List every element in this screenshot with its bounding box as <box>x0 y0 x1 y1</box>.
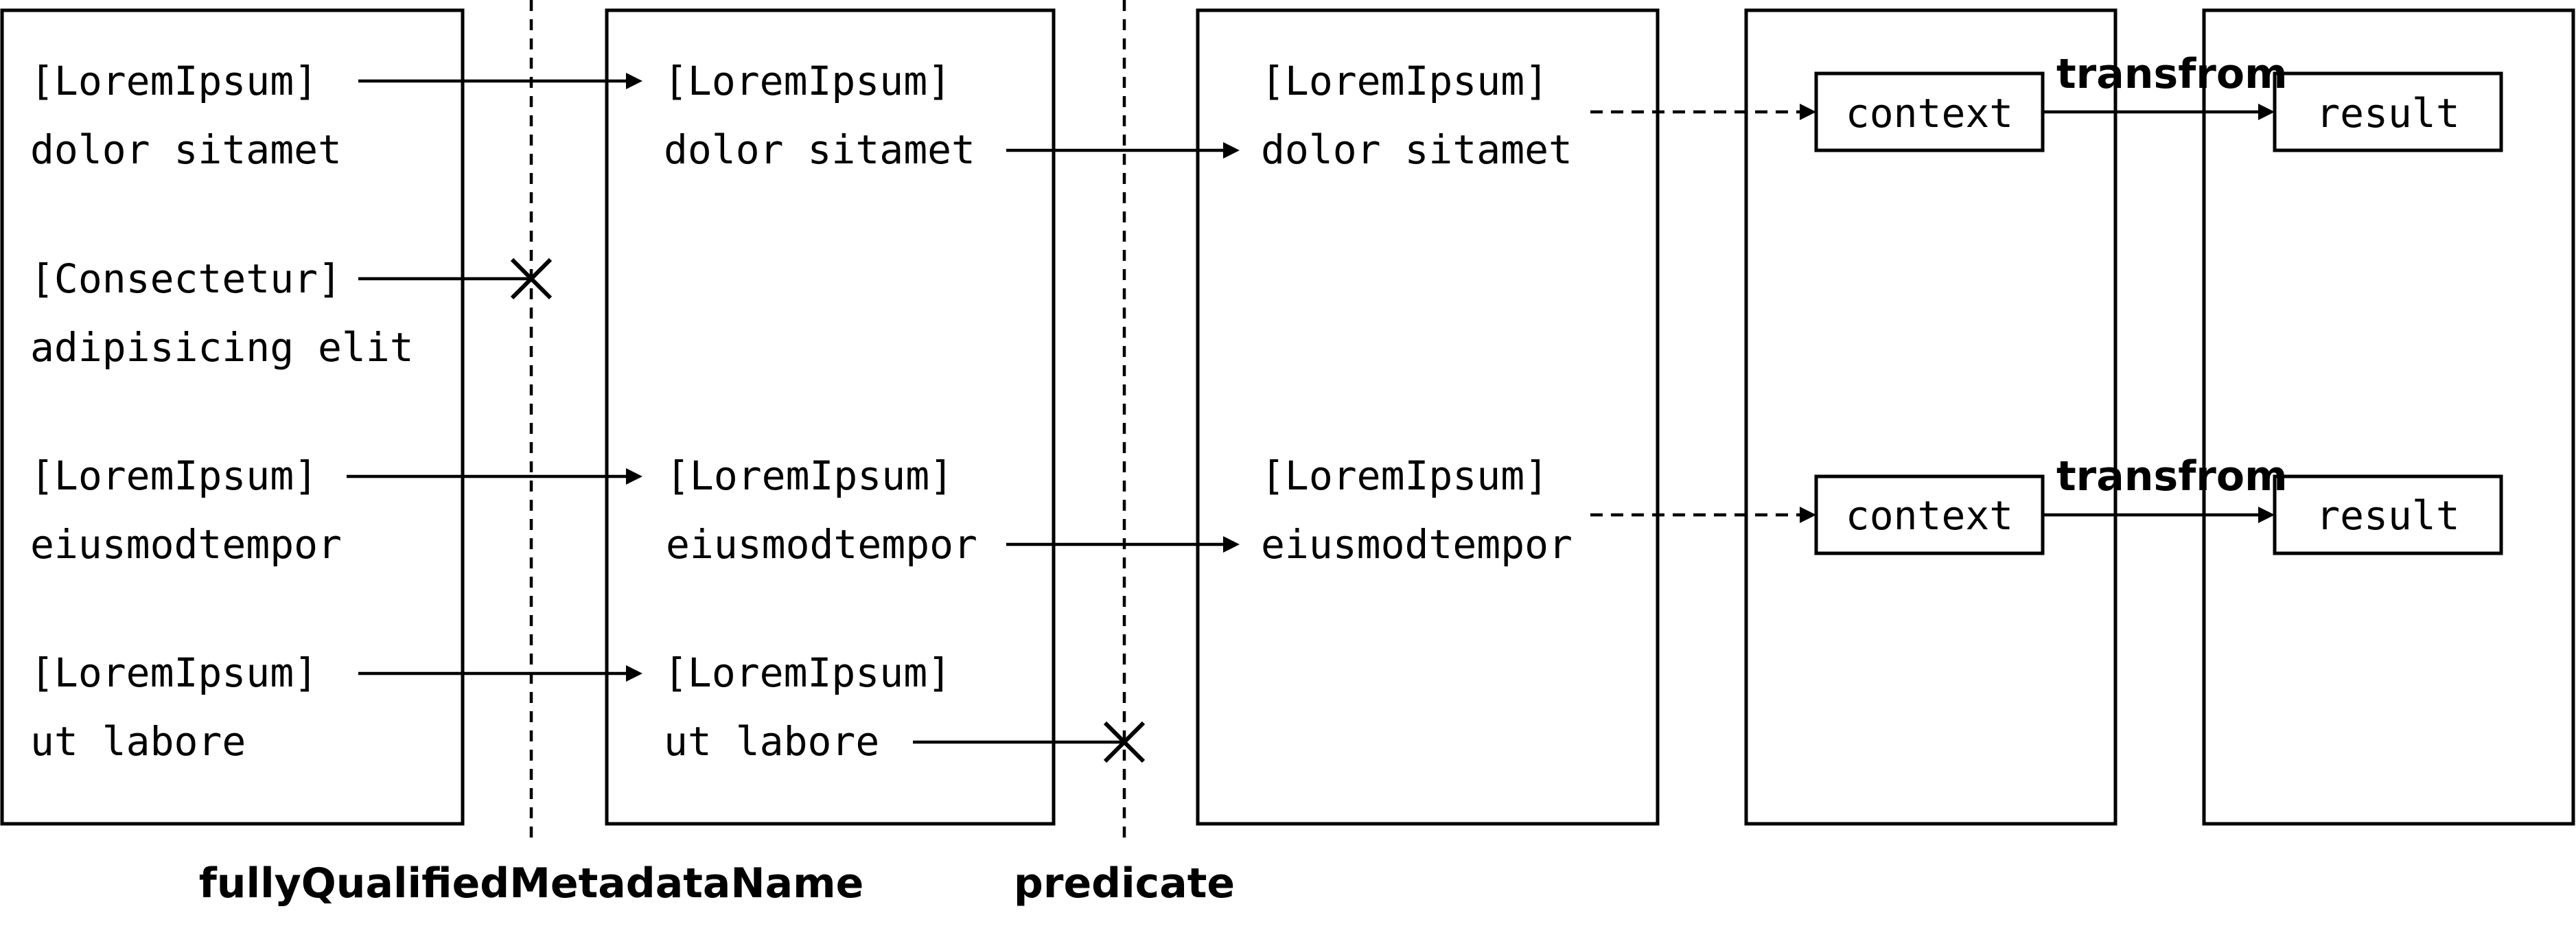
source-item: [Consectetur] adipisicing elit <box>30 255 414 371</box>
selected-item-tag: [LoremIpsum] <box>1261 58 1548 104</box>
arrow-context-to-result <box>2043 507 2275 523</box>
transform-edge-label: transfrom <box>2056 452 2288 500</box>
source-item: [LoremIpsum] eiusmodtempor <box>30 452 342 568</box>
selected-item: [LoremIpsum] eiusmodtempor <box>1261 452 1573 568</box>
rejected-cross-icon <box>510 257 553 300</box>
selected-column-frame <box>1196 8 1660 826</box>
source-item-tag: [LoremIpsum] <box>30 58 318 104</box>
arrow-filtered-to-selected <box>1006 142 1240 159</box>
source-item: [LoremIpsum] dolor sitamet <box>30 58 342 173</box>
transform-edge-label: transfrom <box>2056 50 2288 98</box>
source-item-tag: [Consectetur] <box>30 255 342 302</box>
filtered-item-tag: [LoremIpsum] <box>664 649 951 696</box>
arrow-filtered-to-selected <box>1006 536 1240 553</box>
context-column-frame <box>1744 8 2117 826</box>
result-column-frame <box>2202 8 2575 826</box>
filtered-item-text: dolor sitamet <box>664 126 975 173</box>
arrow-context-to-result <box>2043 104 2275 120</box>
selected-item: [LoremIpsum] dolor sitamet <box>1261 58 1573 173</box>
source-item-text: eiusmodtempor <box>30 521 342 568</box>
arrow-source-to-filtered <box>358 665 642 682</box>
arrow-source-to-filtered <box>347 468 642 485</box>
predicate-divider-label: predicate <box>1014 859 1235 908</box>
selected-item-text: dolor sitamet <box>1261 126 1573 173</box>
filtered-item: [LoremIpsum] eiusmodtempor <box>666 452 977 568</box>
source-item-tag: [LoremIpsum] <box>30 452 318 499</box>
filtered-item-tag: [LoremIpsum] <box>666 452 953 499</box>
source-item-text: adipisicing elit <box>30 324 414 371</box>
filtered-item: [LoremIpsum] ut labore <box>664 649 951 765</box>
selected-item-tag: [LoremIpsum] <box>1261 452 1548 499</box>
filtered-item-text: ut labore <box>664 718 879 765</box>
rejected-cross-icon <box>1103 721 1146 763</box>
context-box-label: context <box>1846 492 2013 539</box>
filtered-column-frame <box>605 8 1056 826</box>
source-column-frame <box>0 8 465 826</box>
metadata-name-divider-label: fullyQualifiedMetadataName <box>199 859 864 908</box>
context-box-label: context <box>1846 90 2013 137</box>
source-item-text: ut labore <box>30 718 246 765</box>
result-box-label: result <box>2316 492 2460 539</box>
source-item-text: dolor sitamet <box>30 126 342 173</box>
filtered-item: [LoremIpsum] dolor sitamet <box>664 58 975 173</box>
filtered-item-tag: [LoremIpsum] <box>664 58 951 104</box>
dashed-arrow-selected-to-context <box>1590 507 1816 523</box>
arrow-source-to-filtered <box>358 73 642 89</box>
source-item-tag: [LoremIpsum] <box>30 649 318 696</box>
result-box-label: result <box>2316 90 2460 137</box>
dashed-arrow-selected-to-context <box>1590 104 1816 120</box>
filtered-item-text: eiusmodtempor <box>666 521 977 568</box>
source-item: [LoremIpsum] ut labore <box>30 649 318 765</box>
selected-item-text: eiusmodtempor <box>1261 521 1573 568</box>
